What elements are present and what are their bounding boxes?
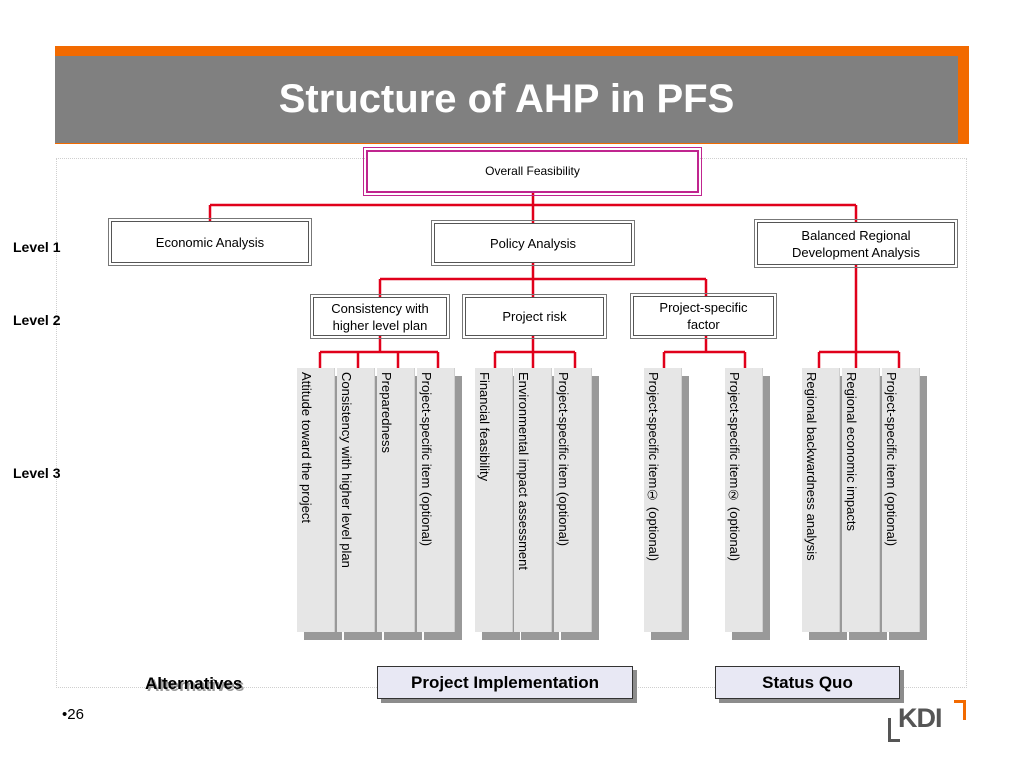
policy-analysis-node: Policy Analysis (431, 220, 635, 266)
project-risk-node: Project risk (462, 294, 607, 339)
economic-analysis-node: Economic Analysis (108, 218, 312, 266)
consistency-node: Consistency with higher level plan (310, 294, 450, 339)
regional-development-node: Balanced Regional Development Analysis (754, 219, 958, 268)
l3-specific-item-3: Project-specific item (optional) (882, 368, 920, 632)
title-bar: Structure of AHP in PFS (55, 56, 958, 143)
page-number: •26 (62, 706, 84, 723)
l3-specific-item-circled-2-text: Project-specific item② (optional) (727, 372, 742, 562)
l3-financial: Financial feasibility (475, 368, 513, 632)
l3-regional-backwardness: Regional backwardness analysis (802, 368, 840, 632)
l3-specific-item-3-text: Project-specific item (optional) (884, 372, 899, 547)
l3-regional-economic: Regional economic impacts (842, 368, 880, 632)
status-quo-box: Status Quo (715, 666, 900, 699)
l3-specific-item-2: Project-specific item (optional) (554, 368, 592, 632)
overall-feasibility-node: Overall Feasibility (363, 147, 702, 196)
l3-regional-economic-text: Regional economic impacts (844, 372, 859, 531)
l3-specific-item-1: Project-specific item (optional) (417, 368, 455, 632)
l3-consistency-text: Consistency with higher level plan (339, 372, 354, 568)
l3-specific-item-circled-2: Project-specific item② (optional) (725, 368, 763, 632)
l3-specific-item-circled-1-text: Project-specific item① (optional) (646, 372, 661, 562)
level-2-label: Level 2 (13, 312, 61, 328)
l3-consistency: Consistency with higher level plan (337, 368, 375, 632)
l3-financial-text: Financial feasibility (477, 372, 492, 482)
l3-specific-item-2-text: Project-specific item (optional) (556, 372, 571, 547)
l3-specific-item-1-text: Project-specific item (optional) (419, 372, 434, 547)
l3-regional-backwardness-text: Regional backwardness analysis (804, 372, 819, 561)
level-3-label: Level 3 (13, 465, 61, 481)
project-specific-factor-node: Project-specific factor (630, 293, 777, 339)
alternatives-label: Alternatives (145, 674, 243, 693)
l3-environmental-text: Environmental impact assessment (516, 372, 531, 570)
logo-bracket-right (954, 700, 966, 720)
page-title: Structure of AHP in PFS (278, 77, 735, 121)
logo-bracket-left (888, 718, 900, 742)
project-implementation-box: Project Implementation (377, 666, 633, 699)
l3-specific-item-circled-1: Project-specific item① (optional) (644, 368, 682, 632)
l3-attitude-text: Attitude toward the project (299, 372, 314, 524)
l3-environmental: Environmental impact assessment (514, 368, 552, 632)
kdi-logo: KDI (898, 703, 942, 733)
l3-preparedness: Preparedness (377, 368, 415, 632)
l3-attitude: Attitude toward the project (297, 368, 335, 632)
l3-preparedness-text: Preparedness (379, 372, 394, 453)
level-1-label: Level 1 (13, 239, 61, 255)
